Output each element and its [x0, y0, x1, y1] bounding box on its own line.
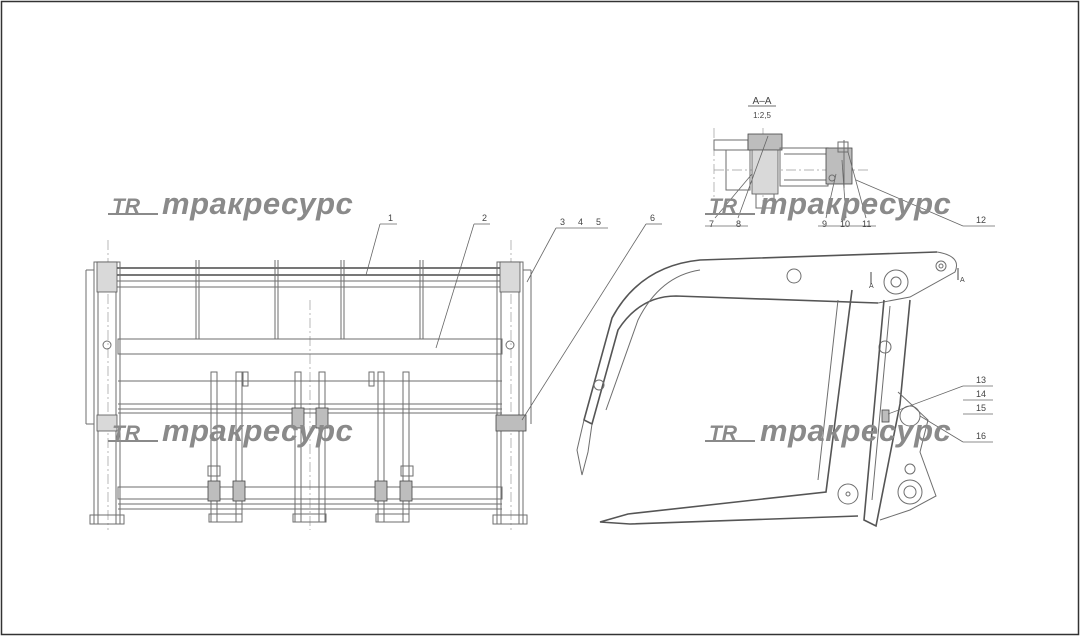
callout-15: 15: [976, 403, 986, 413]
watermark-1: TR тракресурс: [108, 186, 353, 221]
callout-9: 9: [822, 219, 827, 229]
watermark-logo: TR: [112, 195, 141, 218]
side-view: A A: [576, 251, 965, 528]
callout-16: 16: [976, 431, 986, 441]
section-mark-right: A: [960, 277, 965, 284]
callout-12: 12: [976, 215, 986, 225]
watermark-logo: TR: [709, 195, 738, 218]
callout-10: 10: [840, 219, 850, 229]
watermark-logo: TR: [709, 422, 738, 445]
callout-13: 13: [976, 375, 986, 385]
section-view: A–A 1:2,5: [713, 96, 870, 210]
callout-leaders: [365, 135, 995, 443]
watermark-2: TR тракресурс: [705, 186, 951, 221]
section-scale: 1:2,5: [753, 111, 771, 120]
callout-2: 2: [482, 213, 487, 223]
callout-14: 14: [976, 389, 986, 399]
callout-7: 7: [709, 219, 714, 229]
watermark-text: тракресурс: [162, 413, 353, 448]
front-view: [85, 240, 532, 530]
callout-1: 1: [388, 213, 393, 223]
callout-8: 8: [736, 219, 741, 229]
watermark-3: TR тракресурс: [108, 413, 353, 448]
watermark-text: тракресурс: [760, 186, 951, 221]
section-title: A–A: [753, 96, 772, 107]
callout-5: 5: [596, 217, 601, 227]
lower-tines: [207, 371, 414, 523]
callout-3: 3: [560, 217, 565, 227]
callout-6: 6: [650, 213, 655, 223]
watermark-text: тракресурс: [760, 413, 951, 448]
watermark-logo: TR: [112, 422, 141, 445]
watermark-text: тракресурс: [162, 186, 353, 221]
watermark-4: TR тракресурс: [705, 413, 951, 448]
callout-numbers: 1 2 3 4 5 6 7 8 9 10 11 12 13 14 15 16: [388, 213, 986, 441]
section-mark-left: A: [869, 283, 874, 290]
callout-4: 4: [578, 217, 583, 227]
callout-11: 11: [862, 219, 871, 229]
